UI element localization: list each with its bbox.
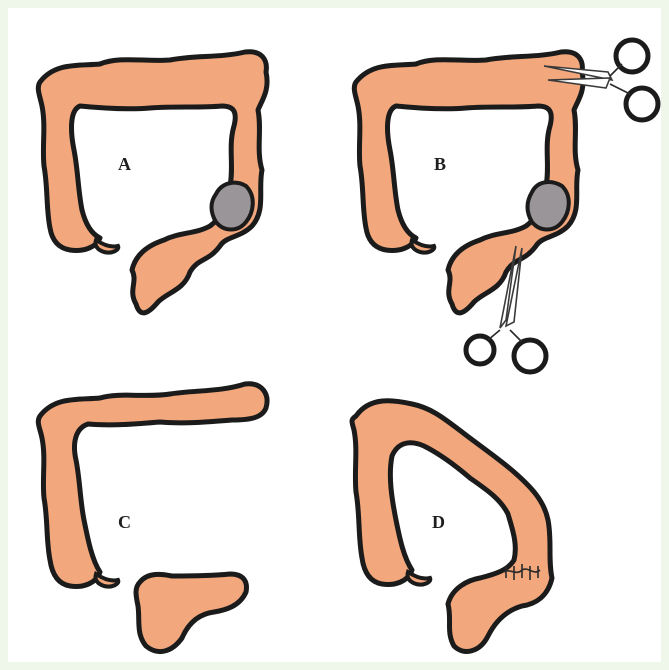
colon-c-lower xyxy=(136,574,246,652)
panel-label-a: A xyxy=(118,154,131,174)
panel-c: C xyxy=(38,384,267,652)
appendix-a xyxy=(95,240,118,253)
colon-c-upper xyxy=(38,384,267,587)
appendix-b xyxy=(411,240,434,253)
panel-a: A xyxy=(38,52,267,313)
panel-label-c: C xyxy=(118,512,131,532)
colon-d xyxy=(352,401,552,652)
tumor-b xyxy=(528,182,569,229)
appendix-c xyxy=(95,574,118,587)
tumor-a xyxy=(212,183,253,230)
panel-d: D xyxy=(352,401,552,652)
panel-label-d: D xyxy=(432,512,445,532)
appendix-d xyxy=(407,572,430,585)
panel-label-b: B xyxy=(434,154,446,174)
panel-b: B xyxy=(354,40,658,372)
